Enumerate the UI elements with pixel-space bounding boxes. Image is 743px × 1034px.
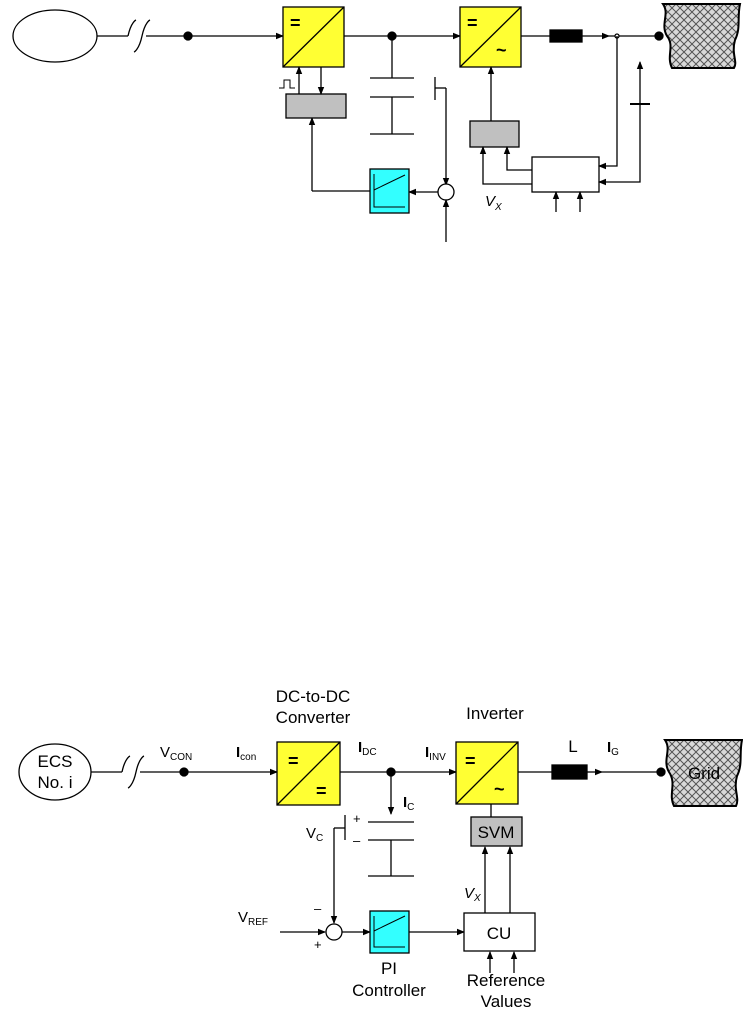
ic-label: IC <box>403 794 414 813</box>
ig-label: IG <box>607 739 619 758</box>
capacitor-plus-sign: + <box>353 811 361 826</box>
ecs-label-line1: ECS <box>38 752 73 771</box>
dc-link-node <box>386 767 396 777</box>
top-source-ellipse <box>12 9 98 63</box>
top-inductor <box>549 29 583 43</box>
inductor-label: L <box>568 737 577 756</box>
inverter-symbol-bottom: ~ <box>494 779 505 799</box>
vx-label: VX <box>464 885 481 904</box>
summing-plus-sign: + <box>314 937 322 952</box>
svm-label: SVM <box>478 823 515 842</box>
bottom-diagram-blocks <box>18 739 743 954</box>
top-diagram <box>12 3 742 242</box>
top-cu-box <box>531 156 600 193</box>
grid-label: Grid <box>688 764 720 783</box>
converter-symbol-top: = <box>288 751 299 771</box>
top-vx-label: VX <box>485 193 502 213</box>
bottom-diagram-text: ECS No. i DC-to-DC Converter = = Inverte… <box>38 687 721 1011</box>
reference-label-line2: Values <box>481 992 532 1011</box>
top-inverter-sym-bottom: ~ <box>496 40 507 60</box>
cu-box <box>463 912 536 952</box>
pi-label-line1: PI <box>381 959 397 978</box>
pi-controller-box <box>369 910 410 954</box>
inductor <box>551 764 588 780</box>
ecs-label-line2: No. i <box>38 773 73 792</box>
summing-junction <box>325 923 343 941</box>
iinv-label: IINV <box>425 744 446 763</box>
converter-title-line1: DC-to-DC <box>276 687 351 706</box>
summing-minus-sign: – <box>314 901 322 916</box>
vcon-label: VCON <box>160 744 192 763</box>
pi-label-line2: Controller <box>352 981 426 1000</box>
bottom-diagram-wires <box>91 755 666 973</box>
vc-label: VC <box>306 825 323 844</box>
top-diagram-symbols: = = ~ VX <box>290 13 507 213</box>
svm-box <box>470 816 523 847</box>
cable-break <box>121 755 145 789</box>
top-svm-box <box>469 120 520 148</box>
top-cable-break <box>127 19 151 53</box>
ecs-source <box>18 743 92 801</box>
top-grid-shape <box>661 3 742 69</box>
inverter-symbol-top: = <box>465 751 476 771</box>
vcon-node <box>179 767 189 777</box>
grid-node <box>656 767 666 777</box>
capacitor-minus-sign: – <box>353 833 361 848</box>
inverter-title: Inverter <box>466 704 524 723</box>
idc-label: IDC <box>358 739 377 758</box>
cu-label: CU <box>487 924 512 943</box>
icon-label: Icon <box>236 744 256 763</box>
top-mod-box <box>285 93 347 119</box>
top-inverter-sym-top: = <box>467 13 478 33</box>
top-converter-sym-top: = <box>290 13 301 33</box>
reference-label-line1: Reference <box>467 971 545 990</box>
converter-title-line2: Converter <box>276 708 351 727</box>
converter-symbol-bottom: = <box>316 781 327 801</box>
vref-label: VREF <box>238 909 268 928</box>
grid-shape <box>663 739 743 807</box>
